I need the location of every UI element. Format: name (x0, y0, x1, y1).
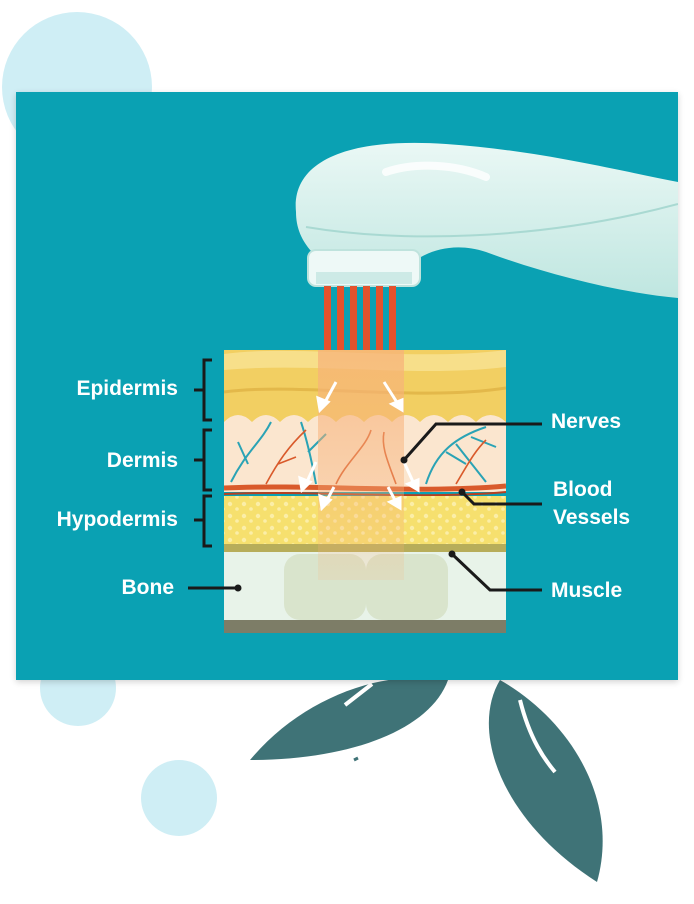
label-nerves: Nerves (551, 410, 622, 433)
bracket-epidermis (194, 358, 212, 422)
skin-cross-section (224, 350, 506, 633)
device-edge (305, 203, 678, 238)
skin-diagram (188, 142, 678, 633)
pointer-vessels (460, 490, 542, 506)
label-muscle: Muscle (551, 579, 623, 602)
laser-glow (318, 350, 404, 580)
leaf-right (488, 680, 603, 882)
device-handle (295, 142, 678, 298)
pointer-nerves (402, 422, 542, 461)
label-hypodermis: Hypodermis (56, 508, 178, 531)
energy-arrows (298, 381, 420, 512)
bracket-dermis (194, 428, 212, 492)
device-highlight (382, 161, 490, 181)
label-epidermis: Epidermis (76, 377, 178, 400)
layer-brackets (194, 358, 212, 548)
laser-device (295, 142, 678, 298)
pointer-dots (234, 456, 466, 592)
leaf-left-vein (343, 682, 374, 707)
label-vessels: Vessels (553, 506, 631, 529)
pointer-lines (188, 422, 542, 592)
decor-circle-bottom (141, 760, 217, 836)
bracket-hypodermis (194, 494, 212, 548)
leaf-stem (353, 756, 359, 762)
diagram-panel: Epidermis Dermis Hypodermis Bone Nerves … (16, 92, 678, 680)
device-tip-base (316, 272, 412, 284)
laser-beams (324, 286, 396, 356)
leaf-right-vein (518, 699, 557, 774)
label-bone: Bone (121, 576, 175, 599)
pointer-muscle (450, 552, 542, 592)
label-blood: Blood (553, 478, 613, 501)
leaf-left (250, 677, 448, 760)
label-dermis: Dermis (106, 449, 178, 472)
